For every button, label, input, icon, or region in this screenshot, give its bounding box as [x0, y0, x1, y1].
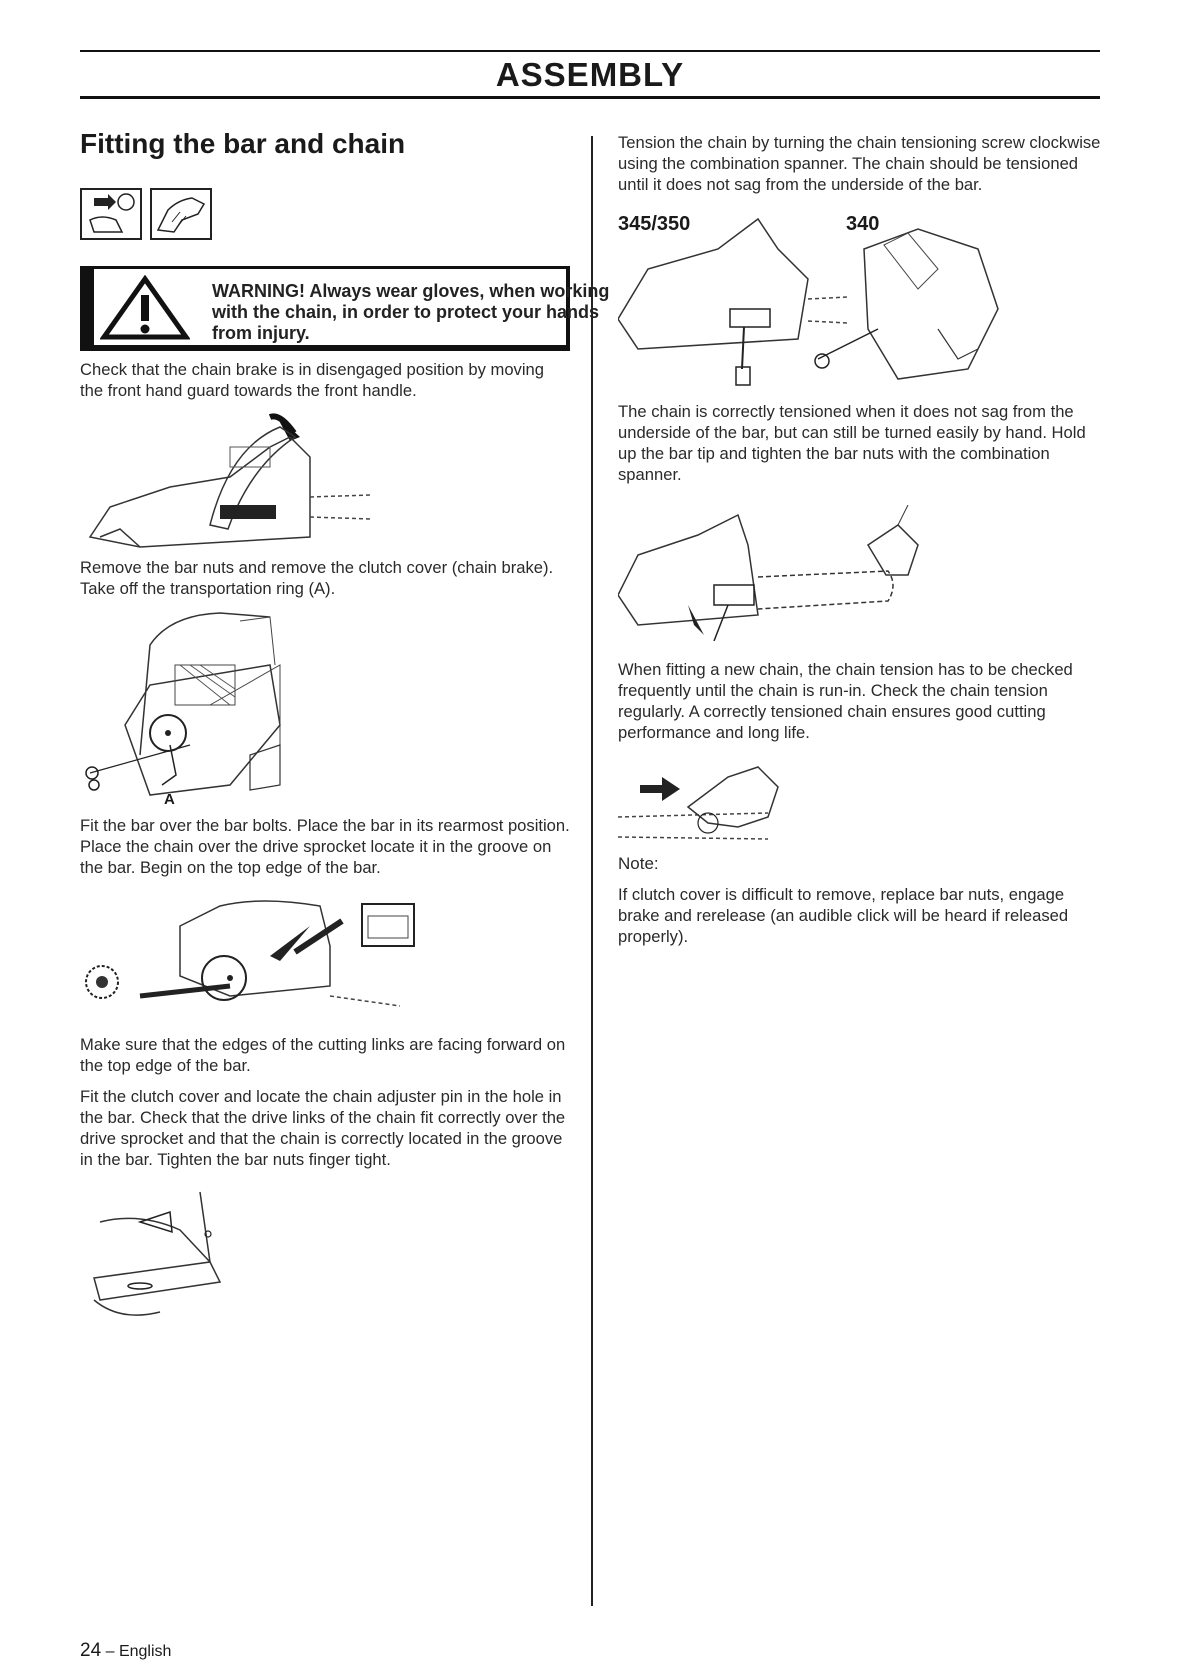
figure-fit-chain	[80, 886, 570, 1028]
right-paragraph-4: If clutch cover is difficult to remove, …	[618, 885, 1069, 946]
glove-icon	[150, 188, 213, 240]
page-footer: 24 – English	[80, 1640, 171, 1662]
left-paragraph-4: Make sure that the edges of the cutting …	[80, 1035, 566, 1075]
column-divider	[591, 136, 593, 1606]
symbol-icons	[80, 188, 570, 240]
left-paragraph-5: Fit the clutch cover and locate the chai…	[80, 1087, 566, 1169]
warning-text: WARNING! Always wear gloves, when workin…	[212, 281, 610, 343]
figure-bar-nuts	[80, 1182, 570, 1322]
page-header-title: ASSEMBLY	[495, 56, 685, 93]
figure-label-a: A	[164, 791, 175, 808]
right-paragraph-3: When fitting a new chain, the chain tens…	[618, 660, 1073, 742]
chainbrake-stop-icon	[80, 188, 142, 240]
right-column: Tension the chain by turning the chain t…	[618, 132, 1108, 947]
figure-clutch-cover: A	[80, 605, 570, 808]
footer-language: English	[118, 1643, 172, 1660]
model-label-340: 340	[846, 213, 880, 235]
header-bottom-rule	[80, 96, 1100, 99]
left-paragraph-3: Fit the bar over the bar bolts. Place th…	[80, 816, 570, 877]
warning-triangle-icon	[100, 275, 190, 340]
figure-new-chain	[618, 757, 1108, 851]
right-paragraph-1: Tension the chain by turning the chain t…	[618, 133, 1101, 194]
warning-box: WARNING! Always wear gloves, when workin…	[80, 266, 609, 351]
left-paragraph-2: Remove the bar nuts and remove the clutc…	[80, 558, 554, 598]
figure-hold-bar-tip	[618, 505, 1108, 641]
model-label-345-350: 345/350	[618, 213, 691, 235]
left-column: Fitting the bar and chain WARNING! Alway…	[80, 128, 609, 1322]
right-paragraph-2: The chain is correctly tensioned when it…	[618, 402, 1086, 484]
figure-chain-brake	[80, 407, 570, 557]
footer-dash: –	[105, 1643, 115, 1660]
figure-tension-models: 345/350 340	[618, 209, 1108, 399]
page-number: 24	[80, 1640, 102, 1661]
section-title: Fitting the bar and chain	[80, 128, 406, 159]
left-paragraph-1: Check that the chain brake is in disenga…	[80, 360, 544, 400]
note-label: Note:	[618, 854, 659, 873]
header-top-rule	[80, 50, 1100, 52]
